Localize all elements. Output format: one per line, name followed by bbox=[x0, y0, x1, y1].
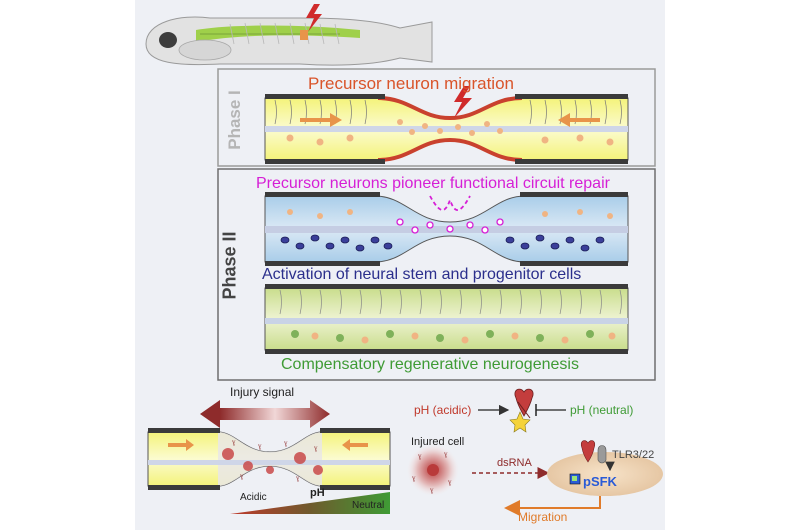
neutral-label: Neutral bbox=[352, 500, 385, 511]
ph-acidic-label: pH (acidic) bbox=[414, 403, 472, 417]
ph-gradient-wedge bbox=[230, 492, 390, 514]
svg-text:ɣ: ɣ bbox=[314, 444, 318, 452]
ph-label: pH bbox=[310, 487, 325, 499]
migration-arrow-left-icon bbox=[558, 113, 600, 127]
phase2-label: Phase II bbox=[219, 231, 240, 300]
cell-body-icon bbox=[547, 452, 663, 496]
svg-text:ɣ: ɣ bbox=[232, 438, 236, 446]
phase1-box bbox=[217, 68, 656, 167]
svg-text:ɣ: ɣ bbox=[444, 450, 448, 458]
svg-text:ɣ: ɣ bbox=[296, 474, 300, 482]
phase2-title-top: Precursor neurons pioneer functional cir… bbox=[256, 175, 610, 192]
phase2-bottom-spinal-cord bbox=[264, 284, 629, 354]
tlr-label: TLR3/22 bbox=[612, 449, 655, 461]
star-icon bbox=[509, 411, 531, 433]
lesion-bolt-icon bbox=[306, 4, 322, 32]
svg-text:ɣ: ɣ bbox=[430, 486, 434, 494]
phase1-title: Precursor neuron migration bbox=[308, 74, 514, 93]
phase2-title-bottom: Compensatory regenerative neurogenesis bbox=[281, 356, 579, 373]
ph-neutral-label: pH (neutral) bbox=[570, 403, 634, 417]
svg-text:ɣ: ɣ bbox=[258, 442, 262, 450]
svg-text:ɣ: ɣ bbox=[412, 474, 416, 482]
phase2-title-mid: Activation of neural stem and progenitor… bbox=[262, 266, 582, 283]
psfk-label: pSFK bbox=[583, 474, 617, 489]
dsrna-label: dsRNA bbox=[497, 457, 532, 469]
injury-signal-cord: ɣ ɣ ɣ ɣ ɣ ɣ bbox=[147, 400, 391, 514]
phase2-top-spinal-cord bbox=[264, 192, 629, 266]
migration-label: Migration bbox=[518, 510, 568, 524]
svg-text:ɣ: ɣ bbox=[448, 478, 452, 486]
migration-arrow-right-icon bbox=[300, 113, 342, 127]
phase2-box bbox=[217, 168, 656, 381]
injury-signal-label: Injury signal bbox=[230, 385, 295, 399]
acidic-label: Acidic bbox=[240, 492, 267, 503]
injury-bolt-icon bbox=[454, 86, 472, 118]
tlr-receptor-icon bbox=[597, 445, 607, 464]
receptor-icon bbox=[509, 388, 534, 433]
phase1-label: Phase I bbox=[224, 90, 244, 150]
svg-text:ɣ: ɣ bbox=[240, 472, 244, 480]
mechanism-diagram: ɣ ɣ ɣ ɣ ɣ bbox=[407, 388, 663, 516]
zebrafish-larva-icon bbox=[145, 4, 433, 66]
svg-text:ɣ: ɣ bbox=[418, 452, 422, 460]
injured-cell-label: Injured cell bbox=[411, 436, 465, 448]
svg-text:ɣ: ɣ bbox=[284, 439, 288, 447]
phase1-spinal-cord bbox=[264, 86, 629, 164]
